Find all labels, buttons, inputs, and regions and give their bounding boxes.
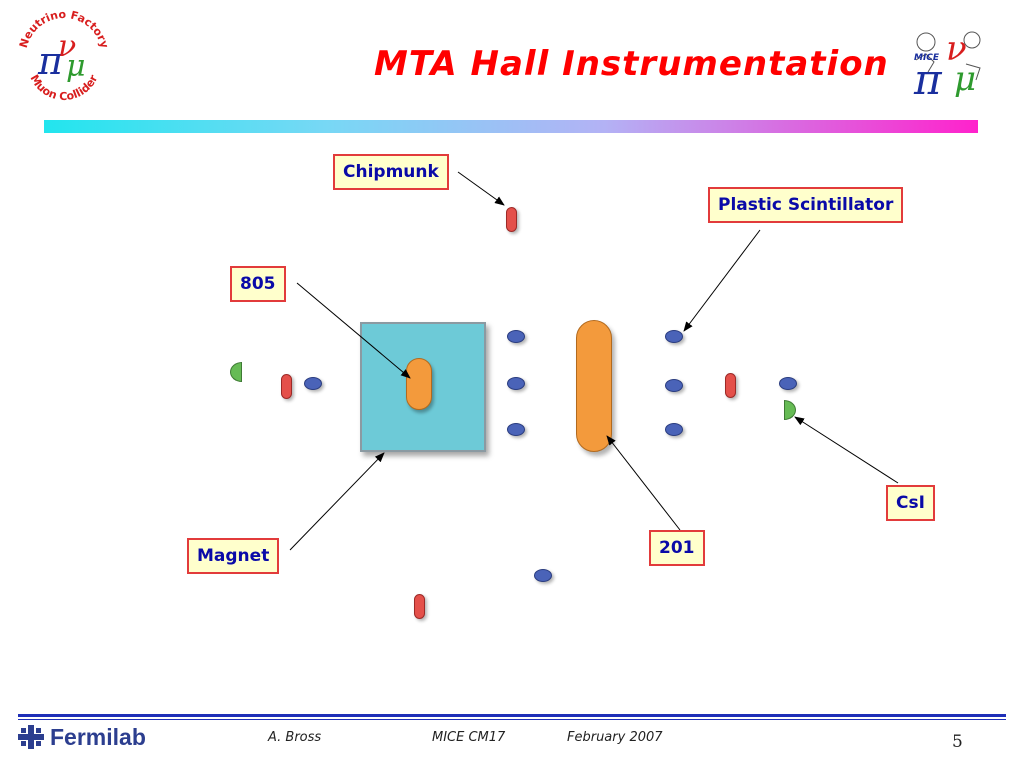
fermilab-wordmark: Fermilab	[50, 723, 146, 750]
svg-text:μ: μ	[954, 59, 976, 99]
svg-text:ν: ν	[946, 29, 967, 69]
red-detector	[725, 373, 736, 398]
arrow-201	[606, 435, 681, 531]
page-title: MTA Hall Instrumentation	[374, 44, 889, 84]
blue-detector	[304, 377, 322, 390]
blue-detector	[665, 330, 683, 343]
arrow-magnet	[289, 452, 385, 551]
svg-text:π: π	[37, 39, 64, 83]
label-chipmunk: Chipmunk	[333, 154, 449, 190]
blue-detector	[534, 569, 552, 582]
arrow-csi	[794, 416, 899, 484]
arrow-plastic-scintillator	[683, 229, 761, 332]
mice-logo: MICE π ν μ	[906, 20, 994, 104]
detector-805	[406, 358, 432, 410]
fermilab-logo-icon	[18, 725, 44, 749]
label-201: 201	[649, 530, 705, 566]
mice-logo-text: MICE	[914, 53, 940, 63]
blue-detector	[507, 377, 525, 390]
label-csi: CsI	[886, 485, 935, 521]
arrow-chipmunk	[457, 171, 505, 206]
arrow-805	[296, 282, 411, 379]
blue-detector	[665, 423, 683, 436]
blue-detector	[779, 377, 797, 390]
neutrino-factory-logo: Neutrino Factory Muon Collider π ν μ	[16, 4, 112, 108]
blue-detector	[665, 379, 683, 392]
label-805: 805	[230, 266, 286, 302]
detector-201	[576, 320, 612, 452]
svg-text:π: π	[913, 55, 943, 102]
blue-detector	[507, 330, 525, 343]
label-plastic-scintillator: Plastic Scintillator	[708, 187, 904, 223]
label-magnet: Magnet	[187, 538, 280, 574]
pi-nu-mu-logo-icon: Neutrino Factory Muon Collider π ν μ	[17, 8, 111, 103]
svg-text:ν: ν	[58, 29, 76, 64]
page-number: 5	[952, 732, 963, 752]
footer-author: A. Bross	[268, 730, 322, 745]
red-detector	[281, 374, 292, 399]
footer-meeting: MICE CM17	[432, 730, 506, 745]
svg-text:μ: μ	[66, 49, 86, 84]
footer-rule-thin	[18, 719, 1006, 720]
red-detector-chipmunk	[506, 207, 517, 232]
footer-rule	[18, 714, 1006, 717]
blue-detector	[507, 423, 525, 436]
header-gradient-bar	[44, 120, 978, 133]
red-detector	[414, 594, 425, 619]
fermilab-brand: Fermilab	[18, 724, 146, 750]
mice-logo-icon: MICE π ν μ	[913, 29, 981, 104]
footer-date: February 2007	[567, 730, 663, 745]
